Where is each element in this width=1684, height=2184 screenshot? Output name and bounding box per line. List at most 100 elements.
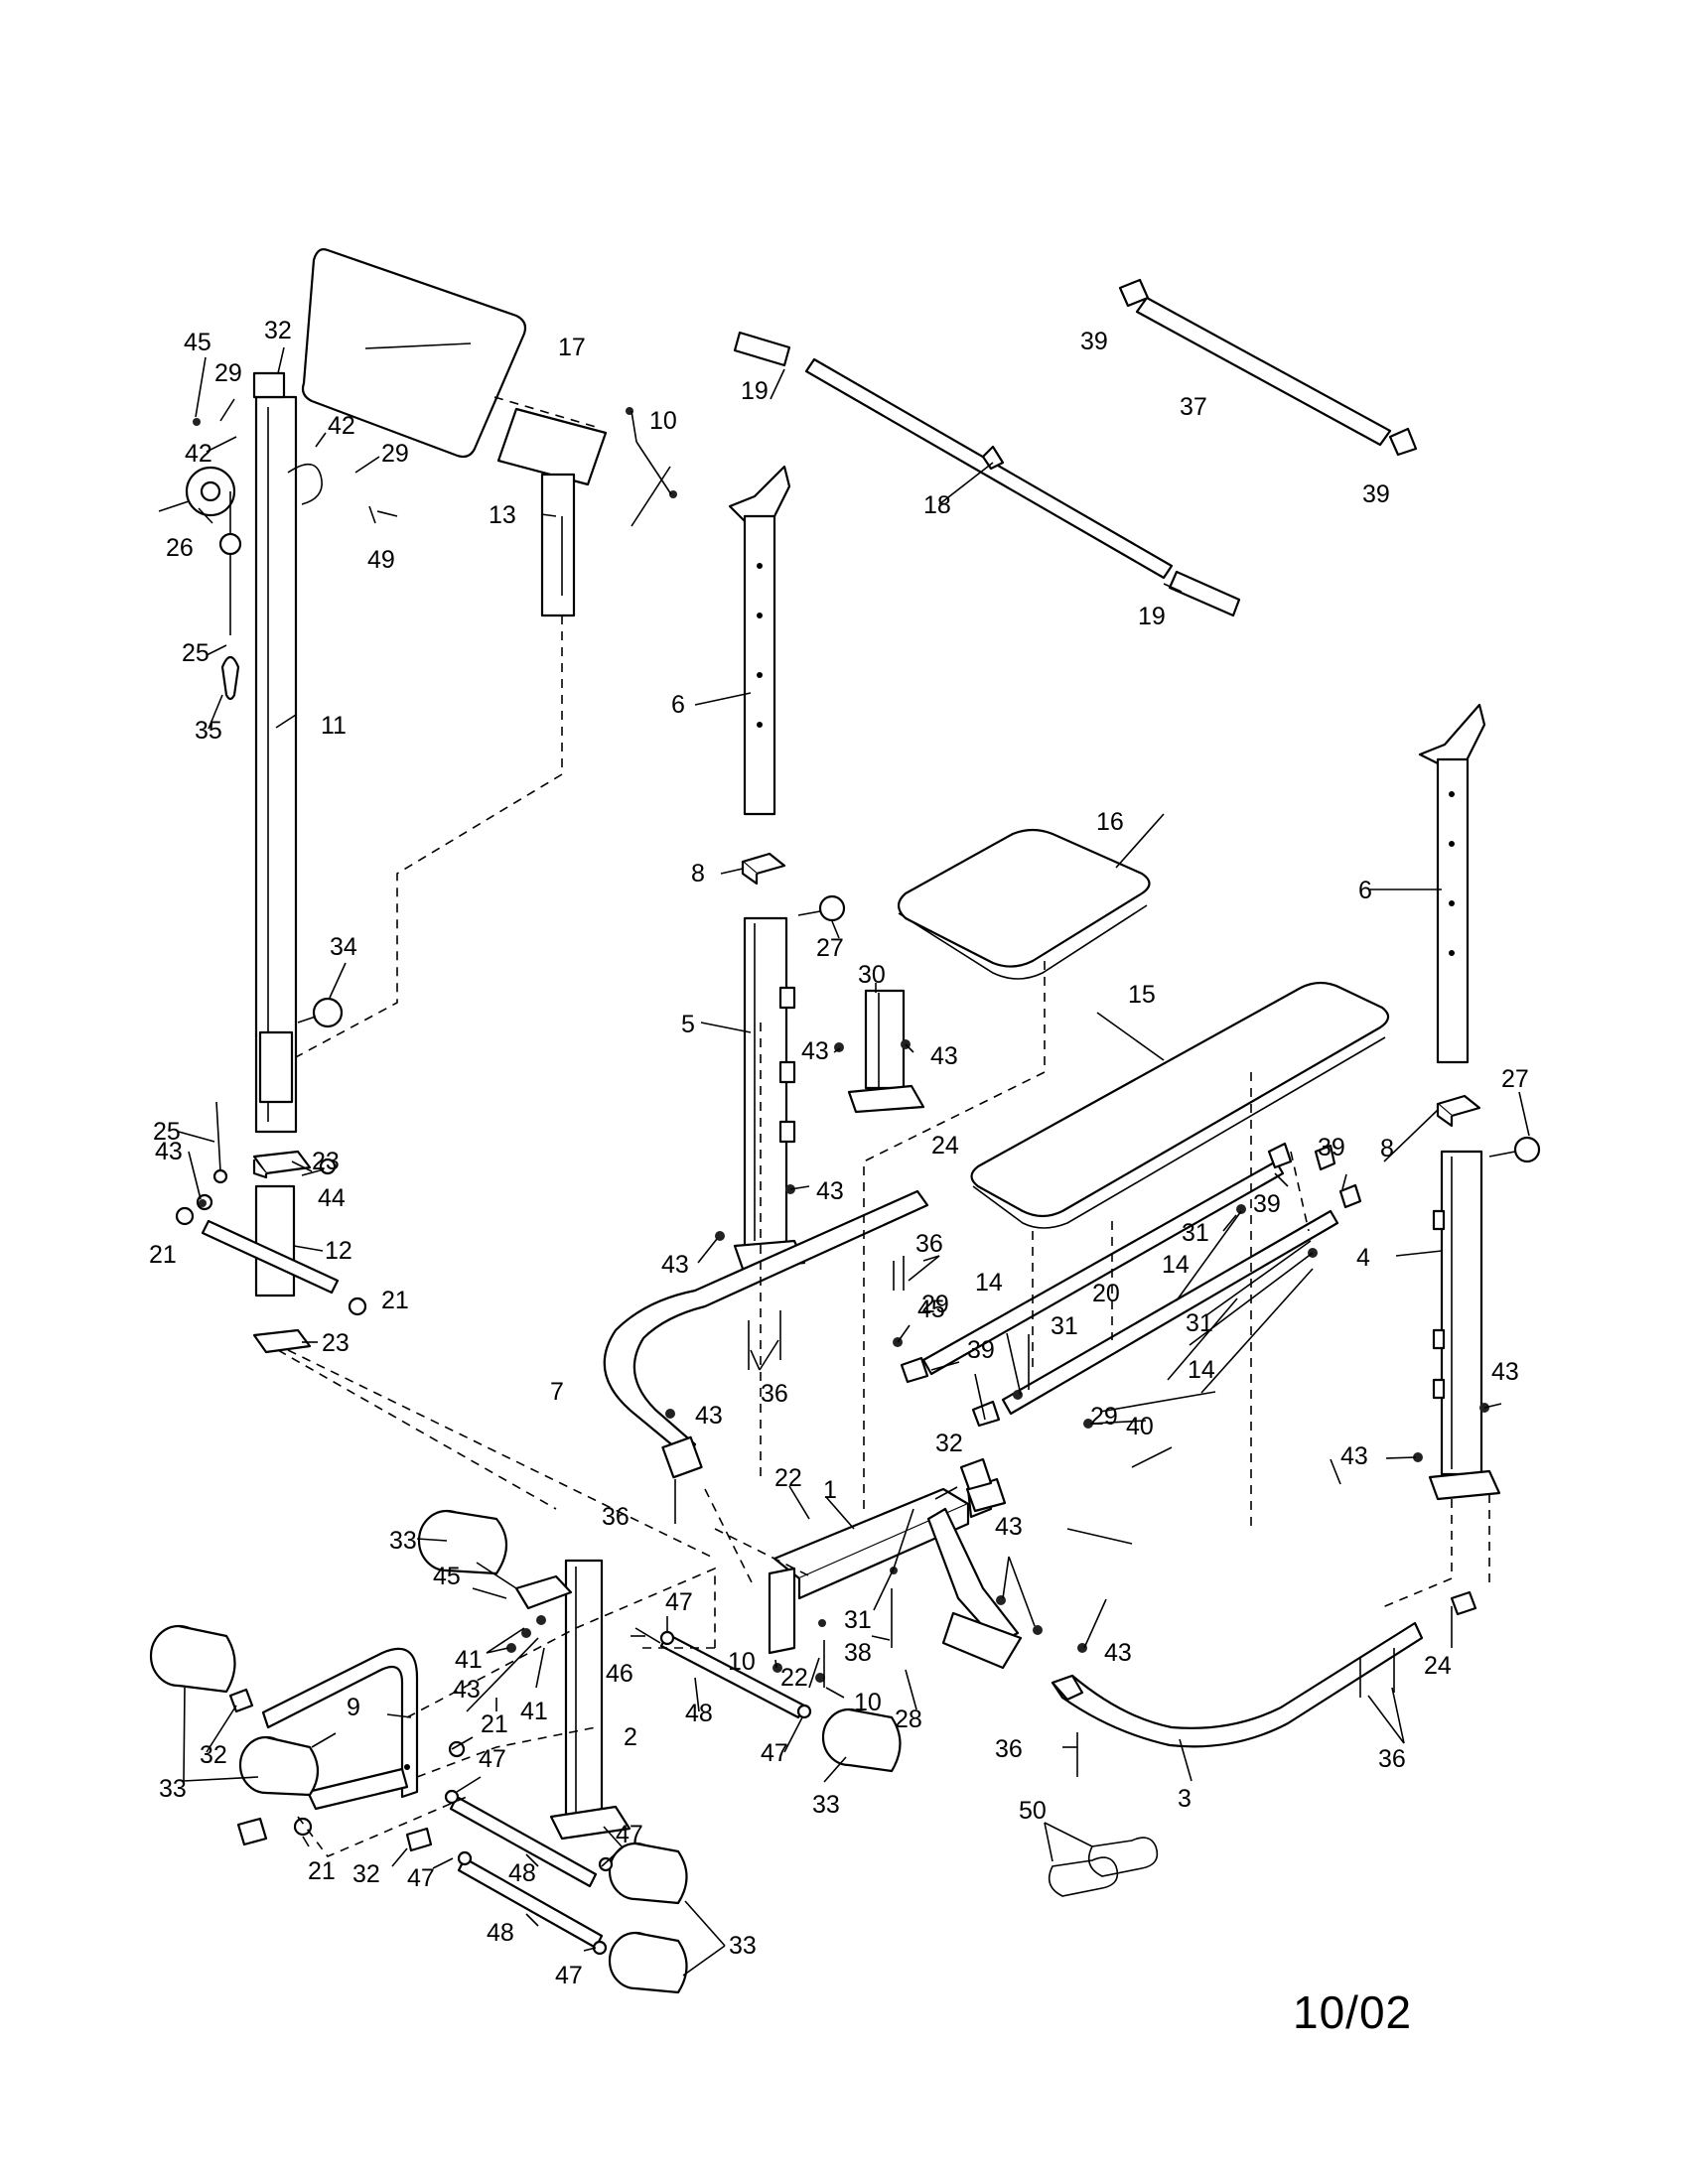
callout: 36 <box>1378 1745 1406 1773</box>
callout: 16 <box>1096 808 1124 836</box>
callout: 38 <box>844 1639 872 1667</box>
callout: 21 <box>381 1287 409 1314</box>
callout: 41 <box>455 1646 483 1674</box>
callout: 33 <box>812 1791 840 1819</box>
callout: 29 <box>921 1291 949 1318</box>
callout: 42 <box>328 412 355 440</box>
callout: 48 <box>685 1700 713 1727</box>
callout: 24 <box>931 1132 959 1160</box>
callout: 43 <box>995 1513 1023 1541</box>
callout: 39 <box>1080 328 1108 355</box>
roller-pad <box>149 1624 236 1694</box>
leg-post-2 <box>514 1559 632 1841</box>
callout: 43 <box>695 1402 723 1430</box>
callout: 3 <box>1178 1785 1192 1813</box>
callout: 21 <box>481 1710 508 1738</box>
callout: 21 <box>308 1857 336 1885</box>
callout: 43 <box>661 1251 689 1279</box>
callout: 47 <box>665 1588 693 1616</box>
upright-6-right <box>1418 703 1486 1064</box>
callout: 43 <box>930 1042 958 1070</box>
callout: 45 <box>917 1296 945 1323</box>
callout: 42 <box>185 440 212 468</box>
callout: 47 <box>479 1745 506 1773</box>
callout: 47 <box>761 1739 788 1767</box>
upright-5 <box>733 916 806 1271</box>
callout: 39 <box>1362 480 1390 508</box>
pulley <box>158 463 323 517</box>
main-frame-1 <box>768 1479 1023 1670</box>
callout: 34 <box>330 933 357 961</box>
callout: 36 <box>602 1503 630 1531</box>
callout: 2 <box>624 1723 637 1751</box>
callout: 25 <box>153 1118 181 1146</box>
callout: 17 <box>558 334 586 361</box>
callout: 5 <box>681 1011 695 1038</box>
leg-lever-9 <box>261 1647 419 1811</box>
callout: 36 <box>915 1230 943 1258</box>
callout: 10 <box>728 1648 756 1676</box>
callout: 49 <box>367 546 395 574</box>
callout: 43 <box>1340 1442 1368 1470</box>
callout: 21 <box>149 1241 177 1269</box>
callout: 39 <box>1253 1190 1281 1218</box>
roller-pad <box>608 1842 688 1905</box>
roller-pad <box>821 1707 902 1773</box>
callout: 14 <box>975 1269 1003 1297</box>
leg-developer-bar <box>733 331 1241 617</box>
callout: 48 <box>508 1859 536 1887</box>
callout: 33 <box>729 1932 757 1960</box>
callout: 45 <box>184 329 211 356</box>
callout: 24 <box>1424 1652 1452 1680</box>
callout: 22 <box>774 1464 802 1492</box>
callout: 19 <box>1138 603 1166 630</box>
callout: 39 <box>1318 1134 1345 1161</box>
callout: 25 <box>182 639 210 667</box>
callout: 19 <box>741 377 769 405</box>
callout: 15 <box>1128 981 1156 1009</box>
callout: 43 <box>816 1177 844 1205</box>
callout: 48 <box>487 1919 514 1947</box>
callout: 50 <box>1019 1797 1047 1825</box>
curl-tower-post <box>252 371 298 1134</box>
callout: 46 <box>606 1660 633 1688</box>
callout: 8 <box>691 860 705 887</box>
callout: 39 <box>967 1336 995 1364</box>
callout: 47 <box>616 1821 643 1848</box>
callout: 32 <box>200 1741 227 1769</box>
base-frame-3 <box>1051 1621 1424 1748</box>
callout: 32 <box>935 1430 963 1457</box>
callout: 31 <box>1182 1219 1209 1247</box>
callout: 14 <box>1188 1356 1215 1384</box>
callout: 31 <box>1186 1309 1213 1337</box>
upright-6-left <box>728 465 791 816</box>
callout: 32 <box>264 317 292 344</box>
callout: 18 <box>923 491 951 519</box>
callout: 32 <box>352 1860 380 1888</box>
leader-lines <box>178 342 1530 1977</box>
callout: 30 <box>858 961 886 989</box>
callout: 43 <box>453 1676 481 1704</box>
callout: 27 <box>816 934 844 962</box>
base-frame-7 <box>603 1189 929 1479</box>
callout: 40 <box>1126 1413 1154 1440</box>
callout: 33 <box>389 1527 417 1555</box>
cable-assembly <box>218 491 242 701</box>
callout: 6 <box>1358 877 1372 904</box>
spring-knob-34 <box>297 997 344 1028</box>
callout: 36 <box>995 1735 1023 1763</box>
callout: 45 <box>433 1563 461 1590</box>
preacher-mount <box>496 407 608 617</box>
callout: 29 <box>214 359 242 387</box>
callout: 10 <box>854 1689 882 1716</box>
crossbar-37 <box>1118 278 1418 457</box>
callout: 12 <box>325 1237 352 1265</box>
callout: 44 <box>318 1184 346 1212</box>
callout: 14 <box>1162 1251 1190 1279</box>
callout: 26 <box>166 534 194 562</box>
callout: 43 <box>801 1037 829 1065</box>
callout: 11 <box>321 712 347 740</box>
callout: 43 <box>155 1138 183 1165</box>
callout: 35 <box>195 717 222 745</box>
